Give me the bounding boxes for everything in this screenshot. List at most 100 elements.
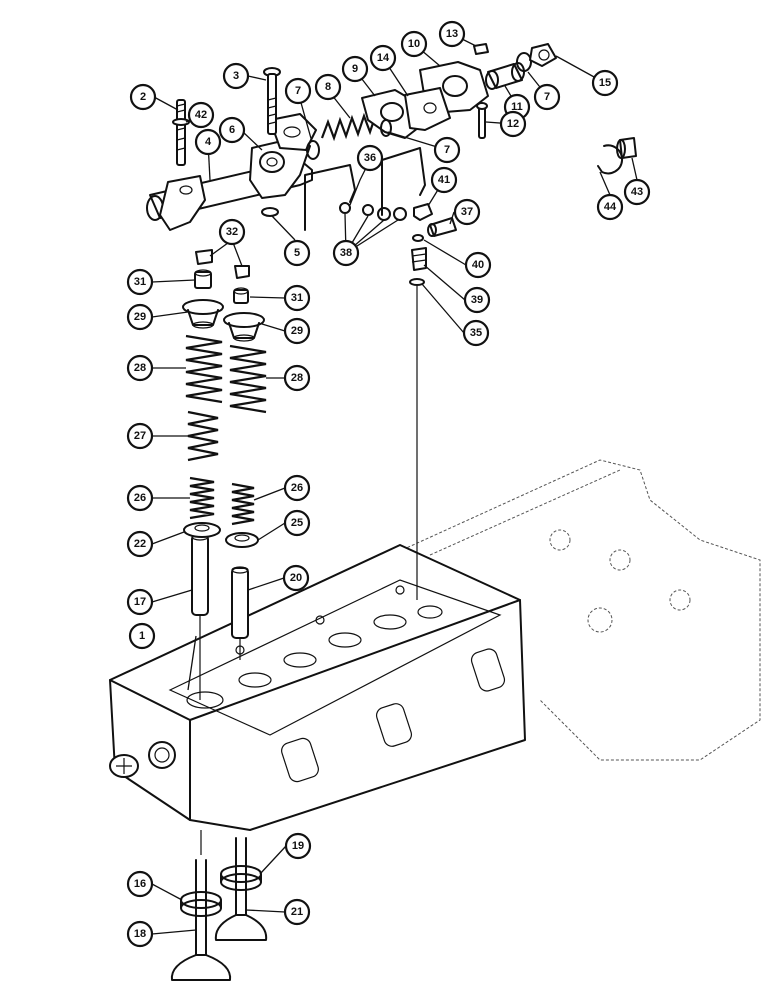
valve-guide-17 <box>191 534 209 616</box>
callout-32: 32 <box>218 218 246 246</box>
outer-spring-left <box>185 334 223 404</box>
callout-5: 5 <box>283 239 311 267</box>
rocker-arm-10 <box>404 61 489 131</box>
spring-seat-25 <box>225 532 259 548</box>
svg-text:40: 40 <box>472 259 484 271</box>
valve-seat-insert-19 <box>220 865 262 891</box>
callout-14: 14 <box>369 44 397 72</box>
svg-text:1: 1 <box>139 630 145 642</box>
union-39 <box>411 247 427 271</box>
callout-19: 19 <box>284 832 312 860</box>
svg-text:13: 13 <box>446 28 458 40</box>
callout-29-left: 29 <box>126 303 154 331</box>
screw-12 <box>476 102 488 139</box>
svg-text:6: 6 <box>229 124 235 136</box>
callout-22: 22 <box>126 530 154 558</box>
exhaust-valve <box>214 837 268 941</box>
callout-15: 15 <box>591 69 619 97</box>
circlip-44 <box>597 144 624 175</box>
svg-text:15: 15 <box>599 77 611 89</box>
svg-text:38: 38 <box>340 247 352 259</box>
washer-7-mid <box>380 119 392 137</box>
callout-40: 40 <box>464 251 492 279</box>
callouts: 1 2 3 4 5 6 7 8 9 10 11 7 12 13 14 15 7 … <box>126 20 651 948</box>
svg-text:31: 31 <box>291 292 303 304</box>
callout-26-right: 26 <box>283 474 311 502</box>
background-block-outline <box>379 459 761 761</box>
callout-20: 20 <box>282 564 310 592</box>
washer-38-d <box>393 207 407 221</box>
callout-7-left: 7 <box>284 77 312 105</box>
callout-16: 16 <box>126 870 154 898</box>
callout-43: 43 <box>623 178 651 206</box>
washer-38-a <box>339 202 351 214</box>
callout-31-right: 31 <box>283 284 311 312</box>
callout-28-left: 28 <box>126 354 154 382</box>
svg-text:2: 2 <box>140 91 146 103</box>
svg-text:19: 19 <box>292 840 304 852</box>
svg-text:7: 7 <box>444 144 450 156</box>
inner-spring-left <box>189 476 215 520</box>
leader-lines <box>151 33 638 935</box>
bush-43 <box>616 137 637 159</box>
callout-18: 18 <box>126 920 154 948</box>
svg-text:21: 21 <box>291 906 303 918</box>
svg-text:35: 35 <box>470 327 482 339</box>
svg-text:39: 39 <box>471 294 483 306</box>
svg-text:20: 20 <box>290 572 302 584</box>
svg-text:22: 22 <box>134 538 146 550</box>
callout-2: 2 <box>129 83 157 111</box>
svg-text:14: 14 <box>377 52 390 64</box>
callout-41: 41 <box>430 166 458 194</box>
callout-35: 35 <box>462 319 490 347</box>
svg-text:31: 31 <box>134 276 146 288</box>
callout-6: 6 <box>218 116 246 144</box>
valve-guide-20 <box>231 567 249 639</box>
svg-text:36: 36 <box>364 152 376 164</box>
callout-4: 4 <box>194 128 222 156</box>
svg-text:37: 37 <box>461 206 473 218</box>
callout-8: 8 <box>314 73 342 101</box>
svg-text:16: 16 <box>134 878 146 890</box>
svg-text:26: 26 <box>134 492 146 504</box>
svg-text:9: 9 <box>352 63 358 75</box>
svg-text:43: 43 <box>631 186 643 198</box>
valve-seat-insert-16 <box>180 891 222 917</box>
svg-text:41: 41 <box>438 174 450 186</box>
svg-text:7: 7 <box>544 91 550 103</box>
svg-text:17: 17 <box>134 596 146 608</box>
stud-2 <box>172 99 190 166</box>
washer-38-b <box>362 204 374 216</box>
damper-spring <box>187 410 219 462</box>
washer-7-left <box>306 140 320 160</box>
callout-31-left: 31 <box>126 268 154 296</box>
callout-12: 12 <box>499 110 527 138</box>
spring-clip-left <box>304 164 356 231</box>
washer-35 <box>409 278 425 286</box>
callout-44: 44 <box>596 193 624 221</box>
callout-9: 9 <box>341 55 369 83</box>
plug-13 <box>473 43 489 55</box>
svg-text:8: 8 <box>325 81 331 93</box>
svg-text:32: 32 <box>226 226 238 238</box>
banjo-bolt-37 <box>427 217 457 237</box>
callout-7-mid: 7 <box>433 136 461 164</box>
svg-text:18: 18 <box>134 928 146 940</box>
svg-text:29: 29 <box>291 325 303 337</box>
intake-valve <box>170 859 232 981</box>
spring-retainer-right <box>223 312 265 342</box>
callout-25: 25 <box>283 509 311 537</box>
svg-text:3: 3 <box>233 70 239 82</box>
rocker-arm-9 <box>361 89 419 139</box>
valve-cap-right <box>233 287 249 304</box>
rocker-shaft-spring <box>320 110 384 142</box>
collet-right <box>234 265 250 279</box>
svg-text:26: 26 <box>291 482 303 494</box>
callout-42: 42 <box>187 101 215 129</box>
callout-1: 1 <box>128 622 156 650</box>
svg-text:42: 42 <box>195 109 207 121</box>
callout-7-right: 7 <box>533 83 561 111</box>
svg-text:11: 11 <box>511 101 523 113</box>
spring-retainer-left <box>182 299 224 329</box>
